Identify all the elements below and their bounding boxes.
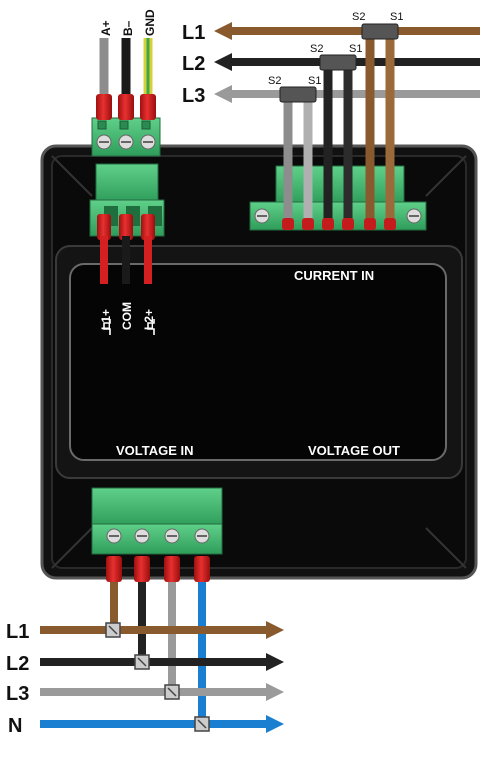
- line-l1-bottom: [40, 621, 284, 639]
- wire-ferrule: [118, 94, 134, 120]
- wire-ferrule: [140, 94, 156, 120]
- terminal-screw: [106, 528, 210, 544]
- current-transformer-l3: [279, 86, 317, 103]
- ct-label-s1: S1: [308, 75, 321, 87]
- line-l3-top: [214, 85, 480, 103]
- ct-label-s2: S2: [268, 75, 281, 87]
- label-l2-bottom: L2: [6, 653, 29, 675]
- current-in-label: CURRENT IN: [294, 268, 374, 283]
- ct-label-s1: S1: [390, 11, 403, 23]
- label-l1-plus: L1+: [99, 309, 113, 330]
- label-l2-plus: L2+: [142, 309, 156, 330]
- current-transformer-l1: [361, 23, 399, 40]
- display-panel: [69, 263, 447, 461]
- line-l3-bottom: [40, 683, 284, 701]
- line-l1-top: [214, 22, 480, 40]
- line-l2-bottom: [40, 653, 284, 671]
- line-n-bottom: [40, 715, 284, 733]
- junction-connector: [105, 622, 210, 732]
- label-n-bottom: N: [8, 715, 22, 737]
- ct-label-s2: S2: [352, 11, 365, 23]
- wire-ferrule: [96, 94, 112, 120]
- ct-label-s1: S1: [349, 43, 362, 55]
- label-b-minus: B–: [121, 20, 135, 36]
- label-com: COM: [120, 302, 134, 330]
- terminal-screw: [96, 134, 156, 150]
- label-l2-top: L2: [182, 53, 205, 75]
- label-gnd: GND: [143, 9, 157, 36]
- label-l1-top: L1: [182, 22, 205, 44]
- label-a-plus: A+: [99, 20, 113, 36]
- rs485-socket: [95, 163, 159, 203]
- ct-label-s2: S2: [310, 43, 323, 55]
- voltage-in-terminal: [91, 487, 223, 527]
- label-l1-bottom: L1: [6, 621, 29, 643]
- current-transformer-l2: [319, 54, 357, 71]
- label-l3-top: L3: [182, 85, 205, 107]
- voltage-in-label: VOLTAGE IN: [116, 443, 194, 458]
- voltage-out-label: VOLTAGE OUT: [308, 443, 400, 458]
- current-terminal-strip: [275, 165, 405, 205]
- label-l3-bottom: L3: [6, 683, 29, 705]
